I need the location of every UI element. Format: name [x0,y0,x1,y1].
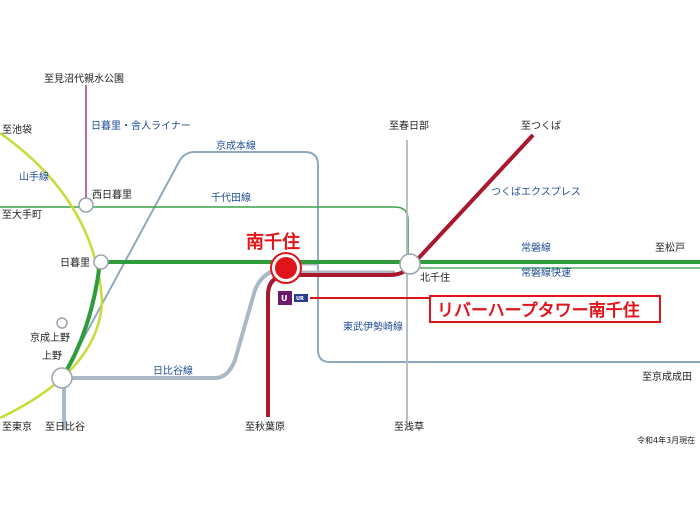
property-name: リバーハープタワー南千住 [437,300,640,321]
station-minami-senju-label: 南千住 [246,231,300,253]
station-kita-senju-marker [399,253,421,275]
line-joban-rapid-label: 常磐線快速 [521,266,571,279]
line-liner-label: 日暮里・舎人ライナー [91,119,191,132]
station-nishi-nippori-marker [78,197,94,213]
chiyoda-line [0,206,409,262]
station-nishi-nippori-label: 西日暮里 [92,188,132,201]
dir-kasukabe: 至春日部 [389,119,429,132]
line-hibiya-label: 日比谷線 [153,364,193,377]
line-chiyoda-label: 千代田線 [211,191,251,204]
line-tobu-label: 東武伊勢崎線 [343,320,403,333]
dir-mizumoto: 至見沼代親水公園 [44,72,124,85]
dir-hibiya: 至日比谷 [45,421,85,433]
station-ueno-marker [51,367,73,389]
svg-text:U: U [281,294,288,303]
station-nippori-label: 日暮里 [60,256,90,269]
tsukuba-express-line [266,133,535,417]
hibiya-line [62,266,283,430]
line-tsukuba-express-label: つくばエクスプレス [491,186,581,198]
station-minami-senju-inner [275,257,297,279]
line-yamanote-label: 山手線 [19,170,49,183]
dir-otemachi: 至大手町 [2,208,42,221]
dir-tsukuba: 至つくば [521,120,561,132]
line-joban-label: 常磐線 [521,241,551,254]
dir-tokyo: 至東京 [2,420,32,433]
station-keisei-ueno-marker [56,317,68,329]
dir-narita: 至京成成田 [642,370,692,383]
svg-text:UR: UR [296,296,304,302]
station-nippori-marker [93,254,109,270]
station-keisei-ueno-label: 京成上野 [30,331,70,344]
dir-ikebukuro: 至池袋 [2,123,32,136]
station-ueno-label: 上野 [42,350,62,362]
property-logo: U UR [278,291,308,305]
dir-matsudo: 至松戸 [655,241,685,254]
station-kita-senju-label: 北千住 [420,271,450,284]
dir-akihabara: 至秋葉原 [245,420,285,433]
as-of-note: 令和4年3月現在 [637,435,695,445]
dir-asakusa: 至浅草 [394,420,424,433]
keisei-line [61,151,700,379]
property-callout-box [429,295,661,323]
line-keisei-label: 京成本線 [216,139,256,152]
